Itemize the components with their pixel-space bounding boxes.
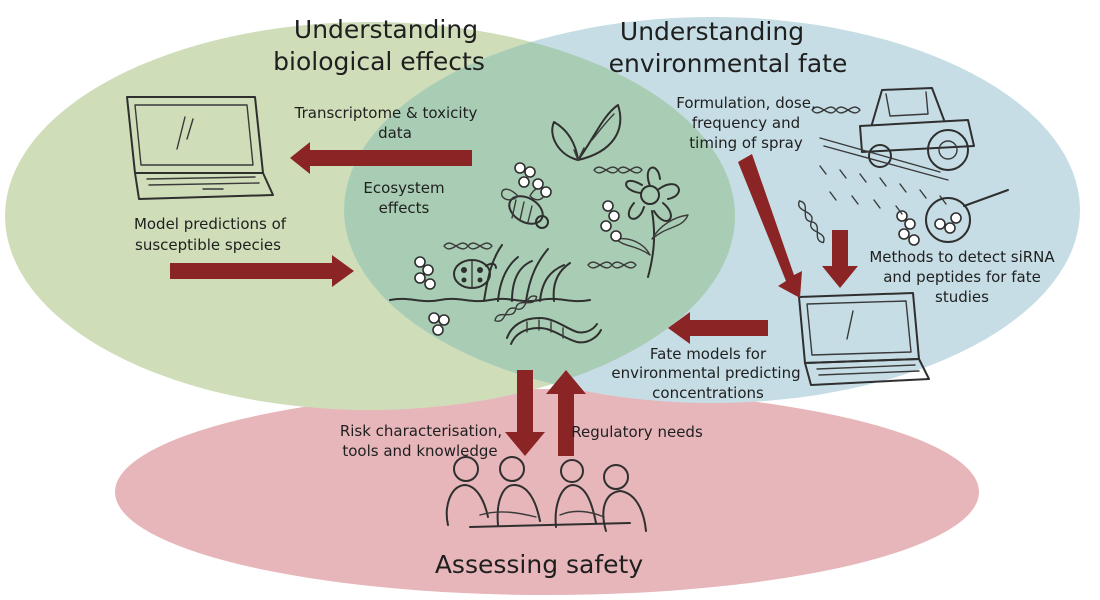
water-line-icon — [389, 297, 591, 303]
dna-icon — [494, 295, 538, 322]
fate-models-label-line1: Fate models for — [650, 345, 767, 363]
grass-icon — [483, 244, 571, 302]
arrow-detection-to-laptop — [822, 230, 858, 288]
peptide-beads-icon — [414, 256, 436, 290]
risk-label-line1: Risk characterisation, — [340, 422, 502, 440]
laptop-icon — [798, 292, 930, 386]
peptide-beads-icon — [896, 210, 920, 246]
methods-label-line1: Methods to detect siRNA — [869, 248, 1055, 266]
methods-label-line2: and peptides for fate — [883, 268, 1041, 286]
risk-label-line2: tools and knowledge — [342, 442, 497, 460]
arrow-regulatory-up — [546, 370, 586, 456]
ecosystem-label-line2: effects — [379, 199, 430, 217]
dna-icon — [587, 261, 637, 269]
methods-label-line3: studies — [935, 288, 989, 306]
bio-title-line1: Understanding — [294, 15, 478, 44]
butterfly-icon — [551, 104, 622, 161]
bio-title-line2: biological effects — [273, 47, 485, 76]
ecosystem-label-line1: Ecosystem — [363, 179, 444, 197]
fate-models-label-line3: concentrations — [652, 384, 764, 402]
regulatory-label: Regulatory needs — [571, 423, 703, 441]
fate-models-label-line2: environmental predicting — [611, 364, 800, 382]
arrow-risk-down — [505, 370, 545, 456]
formulation-label-line1: Formulation, dose, — [676, 94, 815, 112]
assessing-safety-ellipse — [115, 389, 979, 595]
dna-icon — [798, 200, 825, 244]
peptide-beads-icon — [600, 200, 622, 242]
transcriptome-label-line1: Transcriptome & toxicity — [294, 104, 478, 122]
formulation-label-line3: timing of spray — [689, 134, 803, 152]
worm-icon — [506, 317, 602, 345]
dna-icon — [593, 166, 643, 174]
arrow-fate-models-to-ecosystem — [668, 312, 768, 344]
env-title-line2: environmental fate — [609, 49, 848, 78]
assessing-safety-title: Assessing safety — [435, 550, 644, 579]
arrow-spray-to-laptop — [738, 154, 802, 298]
formulation-label-line2: frequency and — [692, 114, 800, 132]
arrow-predictions-to-ecosystem — [170, 255, 354, 287]
peptide-beads-icon — [428, 312, 450, 336]
peptide-beads-icon — [514, 162, 552, 198]
magnifier-icon — [925, 189, 1009, 243]
dna-icon — [443, 242, 493, 250]
tractor-sprayer-icon — [819, 87, 975, 215]
arrow-transcriptome-to-laptop — [290, 142, 472, 174]
env-title-line1: Understanding — [620, 17, 804, 46]
flower-icon — [615, 166, 689, 278]
model-predictions-label-line1: Model predictions of — [134, 215, 287, 233]
transcriptome-label-line2: data — [378, 124, 412, 142]
dna-icon — [811, 106, 861, 114]
laptop-icon — [126, 96, 274, 200]
people-meeting-icon — [445, 456, 647, 532]
ecosystem-overlap-region — [344, 22, 735, 403]
model-predictions-label-line2: susceptible species — [135, 236, 281, 254]
